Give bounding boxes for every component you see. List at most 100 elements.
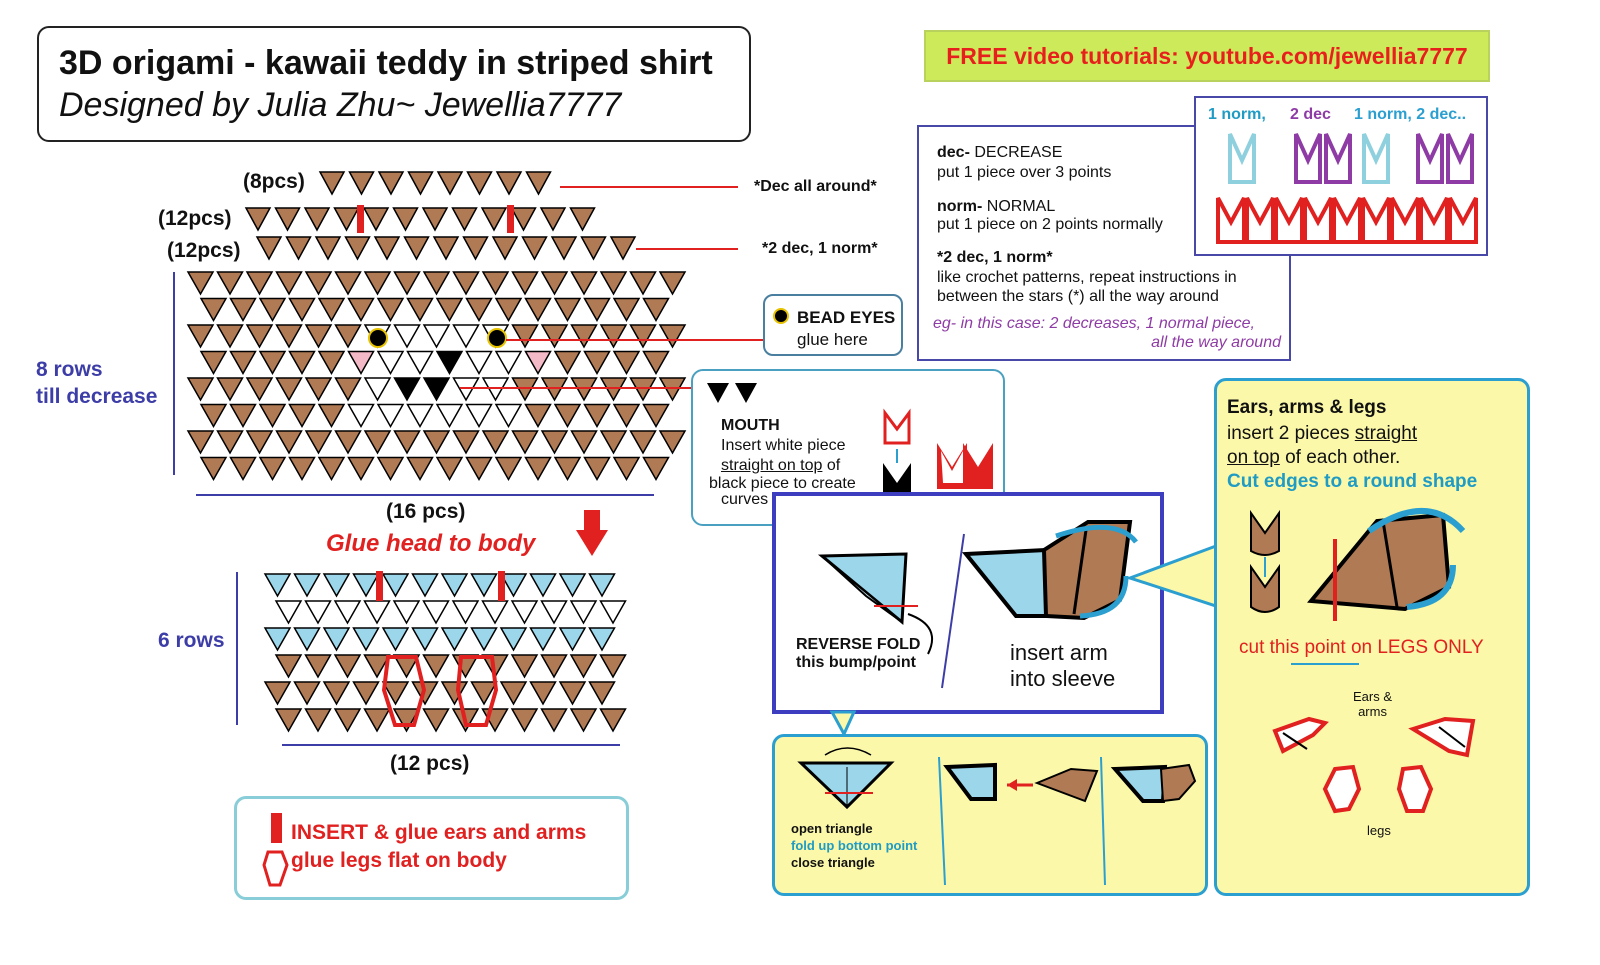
step-open-triangle: open triangle xyxy=(791,821,873,836)
pattern-piece xyxy=(1216,197,1246,244)
insert-marker-icon xyxy=(271,813,282,843)
head-piece xyxy=(452,430,480,455)
head-piece xyxy=(304,430,333,455)
body-piece xyxy=(333,654,362,679)
ears-line1: insert 2 pieces straight xyxy=(1227,423,1418,444)
mouth-line2: straight on top of xyxy=(721,457,841,474)
key-insert-label: INSERT & glue ears and arms xyxy=(291,821,587,844)
head-piece xyxy=(553,297,582,323)
body-piece xyxy=(569,600,598,625)
head-piece xyxy=(334,271,362,296)
body-piece xyxy=(422,654,450,679)
head-piece xyxy=(393,377,421,402)
mouth-line1: Insert white piece xyxy=(721,437,846,454)
head-piece xyxy=(318,171,346,196)
head-piece xyxy=(245,377,274,402)
head-piece xyxy=(334,430,362,455)
body-piece xyxy=(569,708,598,733)
reverse-fold-label: REVERSE FOLD xyxy=(796,636,921,653)
head-piece xyxy=(583,403,611,429)
head-piece xyxy=(229,297,257,323)
head-piece xyxy=(229,403,257,429)
body-piece xyxy=(599,654,627,679)
head-piece xyxy=(451,207,478,232)
pattern-piece xyxy=(1228,133,1256,184)
body-rows-label: 6 rows xyxy=(158,629,225,652)
title-box: 3D origami - kawaii teddy in striped shi… xyxy=(37,26,751,142)
arm-illustration xyxy=(817,520,1138,689)
head-piece xyxy=(376,456,405,482)
head-piece xyxy=(491,236,519,261)
head-piece xyxy=(612,297,641,323)
head-piece xyxy=(570,324,598,349)
insert-arm-sub: into sleeve xyxy=(1010,666,1116,691)
head-piece xyxy=(511,324,539,349)
head-piece xyxy=(494,350,523,376)
arm-in-sleeve-piece xyxy=(1110,764,1168,803)
body-piece xyxy=(322,627,351,652)
head-piece xyxy=(406,297,434,323)
head-piece xyxy=(435,456,464,482)
body-piece xyxy=(451,600,480,625)
head-piece xyxy=(199,350,228,376)
head-piece xyxy=(421,207,449,232)
pattern-piece xyxy=(1390,197,1420,244)
head-piece xyxy=(642,456,670,482)
body-piece xyxy=(411,627,439,652)
head-piece xyxy=(481,271,510,296)
body-piece xyxy=(499,627,528,652)
head-piece xyxy=(465,350,493,376)
body-piece xyxy=(440,573,469,598)
bead-eyes-box: BEAD EYES glue here xyxy=(763,294,903,356)
head-piece xyxy=(642,403,670,429)
head-piece xyxy=(317,456,346,482)
reverse-fold-sub: this bump/point xyxy=(796,654,916,671)
head-piece xyxy=(275,377,303,402)
legend-dec-desc: put 1 piece over 3 points xyxy=(937,164,1112,181)
step-divider xyxy=(1100,756,1106,886)
head-piece xyxy=(376,403,405,429)
head-piece xyxy=(406,403,434,429)
ears-arms-legs-box: Ears, arms & legs insert 2 pieces straig… xyxy=(1214,378,1530,896)
body-piece xyxy=(322,573,351,598)
video-tutorial-banner[interactable]: FREE video tutorials: youtube.com/jewell… xyxy=(924,30,1490,82)
head-piece xyxy=(580,236,607,261)
head-piece xyxy=(403,236,430,261)
head-piece xyxy=(288,403,316,429)
head-piece xyxy=(524,350,552,376)
head-piece xyxy=(494,403,523,429)
head-piece xyxy=(258,297,287,323)
pattern-piece xyxy=(1303,197,1333,244)
head-piece xyxy=(452,324,480,349)
body-piece xyxy=(499,573,528,598)
leg-piece xyxy=(1307,512,1452,612)
head-piece xyxy=(392,207,419,232)
head-piece xyxy=(658,430,687,455)
head-piece xyxy=(435,403,464,429)
head-piece xyxy=(465,297,493,323)
designer-credit: Designed by Julia Zhu~ Jewellia7777 xyxy=(59,86,622,124)
head-piece xyxy=(275,271,303,296)
head-piece xyxy=(494,297,523,323)
open-arrow-icon xyxy=(824,747,872,756)
head-piece xyxy=(480,207,508,232)
body-piece xyxy=(529,627,557,652)
pattern-piece xyxy=(1362,133,1390,184)
mouth-title: MOUTH xyxy=(721,417,780,434)
body-piece xyxy=(481,600,509,625)
head-piece xyxy=(612,403,641,429)
head-piece xyxy=(583,456,611,482)
legend-dec: dec- DECREASE xyxy=(937,144,1063,161)
mouth-triangle-icon xyxy=(735,383,757,403)
head-piece xyxy=(612,350,641,376)
closed-triangle-piece xyxy=(943,762,997,801)
head-piece xyxy=(314,236,342,261)
ears-title: Ears, arms & legs xyxy=(1227,397,1387,418)
head-piece xyxy=(524,297,552,323)
head-piece xyxy=(629,271,657,296)
pattern-piece xyxy=(1274,197,1304,244)
body-piece xyxy=(422,600,450,625)
glue-head-label: Glue head to body xyxy=(326,530,536,557)
bead-eye-icon xyxy=(773,308,789,324)
head-piece xyxy=(642,350,670,376)
